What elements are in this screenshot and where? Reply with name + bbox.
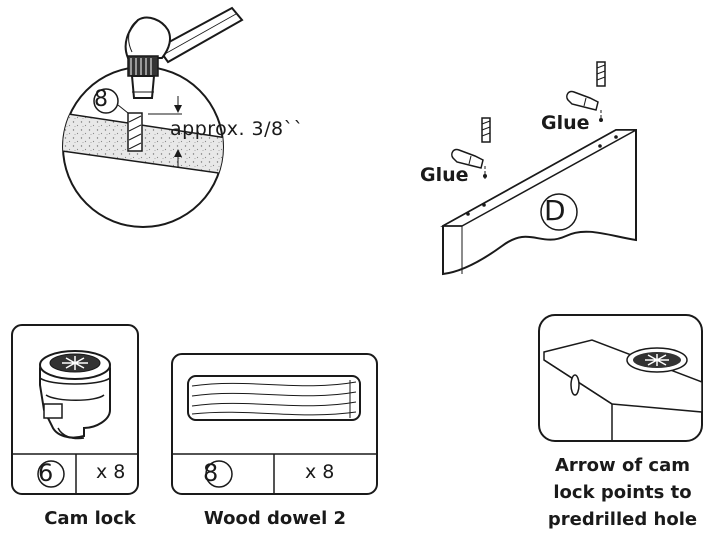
cam-lock-caption: Cam lock	[44, 508, 136, 529]
dowel-in-hole	[127, 112, 143, 152]
dowel-left	[481, 117, 491, 143]
glue-bottle-right-icon	[566, 90, 603, 122]
cam-lock-part-number: 6	[38, 459, 54, 487]
cam-lock-quantity: x 8	[96, 461, 126, 483]
glue-label-left: Glue	[420, 164, 469, 186]
wood-dowel-quantity: x 8	[305, 461, 335, 483]
part-letter: D	[544, 194, 566, 227]
cam-lock-icon	[39, 350, 111, 440]
dowel-insertion-detail	[62, 66, 224, 228]
glue-label-right: Glue	[541, 112, 590, 134]
hammer-icon	[124, 6, 244, 99]
wood-dowel-caption: Wood dowel 2	[203, 508, 347, 529]
board-d	[440, 129, 637, 276]
wood-dowel-part-number: 8	[203, 459, 219, 487]
cam-lock-orientation-card	[538, 314, 703, 442]
dowel-right	[596, 61, 606, 87]
glue-bottle-left-icon	[451, 148, 487, 180]
dowel-callout-number: 8	[94, 87, 108, 112]
cam-lock-orientation-note: Arrow of cam lock points to predrilled h…	[547, 455, 698, 530]
depth-label: approx. 3/8``	[170, 118, 304, 140]
wood-dowel-icon	[187, 375, 361, 421]
